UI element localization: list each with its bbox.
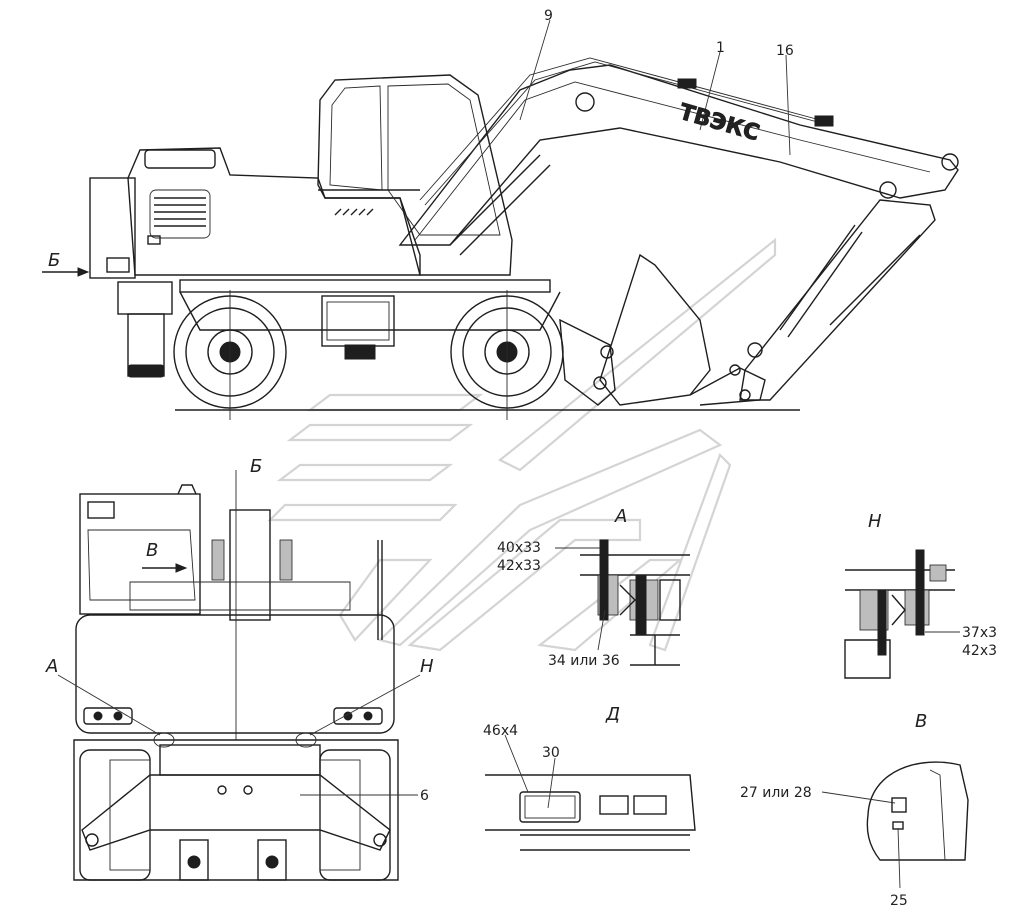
engine-grille	[149, 189, 211, 239]
cab-side-vents	[334, 208, 374, 216]
rear-hitch	[179, 839, 287, 881]
detail-n: Н 37х3 42х3	[844, 511, 997, 679]
callout-9: 9	[544, 8, 553, 24]
detail-a-tag: А	[45, 656, 58, 677]
rear-view: Б В	[45, 456, 434, 881]
detail-d: Д 46х4 30	[483, 704, 696, 851]
callout-16: 16	[776, 43, 794, 59]
callout-1: 1	[716, 40, 725, 56]
view-v-arrow: В	[142, 540, 188, 573]
detail-a-title: А	[614, 506, 627, 527]
detail-n-title: Н	[868, 511, 882, 532]
detail-n-line-2: 42х3	[962, 643, 997, 659]
detail-d-label-46x4: 46х4	[483, 723, 518, 739]
detail-n-tag: Н	[420, 656, 434, 677]
stick	[739, 199, 936, 401]
detail-a-bolt-1: 40х33	[497, 540, 541, 556]
front-wheel	[450, 290, 564, 420]
excavator-side-view: Б 9 1 16 ТВЭКС	[42, 8, 959, 420]
view-v-label: В	[146, 540, 158, 561]
view-direction-label: Б	[48, 250, 60, 271]
detail-v: В 27 или 28 25	[740, 711, 969, 909]
detail-a: А 40х33 42х33 34 или 36	[497, 506, 690, 669]
detail-a-washer: 34 или 36	[548, 653, 620, 669]
detail-a-bolt-2: 42х33	[497, 558, 541, 574]
detail-v-label-27-28: 27 или 28	[740, 785, 812, 801]
callout-6: 6	[420, 788, 429, 804]
rear-wheel	[173, 290, 287, 420]
detail-v-title: В	[915, 711, 927, 732]
detail-n-line-1: 37х3	[962, 625, 997, 641]
boom-brand-text: ТВЭКС	[676, 100, 762, 147]
detail-d-title: Д	[605, 704, 620, 725]
watermark-logo	[267, 237, 777, 652]
bucket	[599, 253, 766, 406]
detail-d-label-30: 30	[542, 745, 560, 761]
detail-v-label-25: 25	[890, 893, 908, 909]
view-direction-arrow: Б	[42, 250, 90, 277]
rear-view-title: Б	[250, 456, 262, 477]
boom	[398, 57, 959, 256]
